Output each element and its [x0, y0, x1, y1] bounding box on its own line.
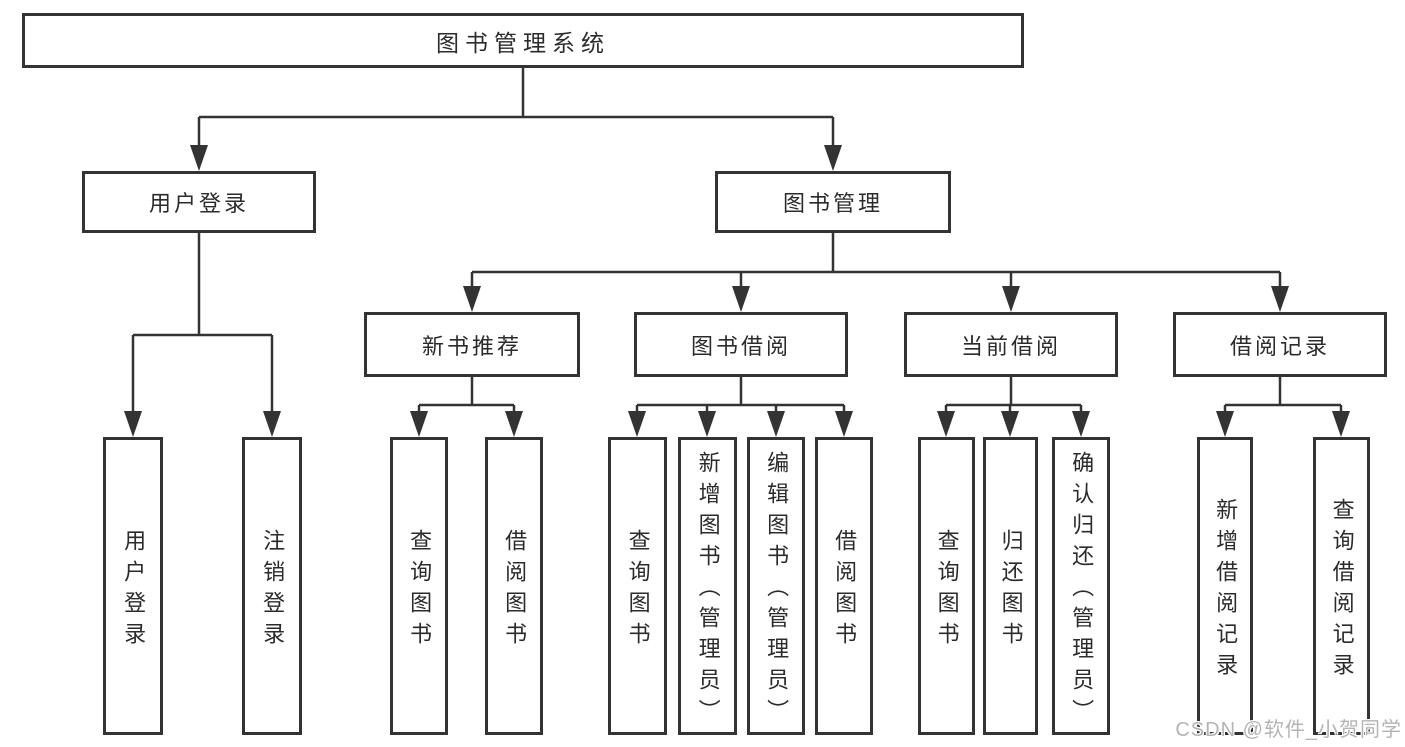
node-record-add-borrow-record: 新增借阅记录 [1197, 437, 1253, 735]
arrow-head [190, 145, 208, 171]
arrow-head [1332, 411, 1350, 437]
arrow-head [628, 411, 646, 437]
node-borrow-record: 借阅记录 [1173, 312, 1387, 377]
node-borrow-add-books-admin: 新增图书（管理员） [678, 437, 737, 735]
node-user-login-leaf: 用户登录 [103, 437, 163, 735]
arrow-head [1271, 286, 1289, 312]
connector-user-login [131, 233, 274, 415]
node-current-confirm-return-admin: 确认归还（管理员） [1052, 437, 1110, 735]
arrow-head [1216, 411, 1234, 437]
node-borrow-edit-books-admin: 编辑图书（管理员） [747, 437, 805, 735]
connector-current-borrow [944, 377, 1083, 415]
arrow-head [824, 145, 842, 171]
node-label: 新书推荐 [421, 333, 522, 359]
arrow-head [1002, 286, 1020, 312]
node-label: 借阅图书 [502, 528, 528, 653]
node-label: 注销登录 [260, 528, 286, 653]
node-label: 图书借阅 [690, 333, 791, 359]
arrow-head [937, 411, 955, 437]
node-label: 查询借阅记录 [1329, 497, 1355, 684]
connector-book-management [470, 233, 1282, 290]
node-book-borrow: 图书借阅 [634, 312, 848, 377]
node-borrow-query-books: 查询图书 [608, 437, 667, 735]
arrow-head [1001, 411, 1019, 437]
node-label: 用户登录 [121, 528, 147, 653]
arrow-head [732, 286, 750, 312]
node-label: 图书管理系统 [436, 29, 610, 56]
arrowheads [124, 145, 1350, 437]
node-label: 查询图书 [625, 528, 651, 653]
node-current-return-books: 归还图书 [983, 437, 1038, 735]
node-book-management: 图书管理 [715, 171, 951, 233]
node-label: 借阅记录 [1229, 333, 1330, 359]
arrow-head [463, 286, 481, 312]
arrow-head [505, 411, 523, 437]
node-label: 用户登录 [148, 191, 249, 216]
node-label: 图书管理 [782, 191, 883, 216]
node-root: 图书管理系统 [22, 13, 1024, 68]
arrow-head [263, 411, 281, 437]
node-new-book-recommend: 新书推荐 [364, 312, 580, 377]
arrow-head [1072, 411, 1090, 437]
csdn-watermark: CSDN @软件_小贺同学 [1175, 719, 1402, 741]
node-logout-login: 注销登录 [242, 437, 302, 735]
node-label: 借阅图书 [832, 528, 858, 653]
arrow-head [698, 411, 716, 437]
node-newrec-query-books: 查询图书 [390, 437, 448, 735]
node-label: 当前借阅 [960, 333, 1061, 359]
arrow-head [410, 411, 428, 437]
node-user-login: 用户登录 [82, 171, 316, 233]
node-label: 新增图书（管理员） [695, 451, 721, 730]
node-borrow-borrow-books: 借阅图书 [815, 437, 873, 735]
node-label: 编辑图书（管理员） [764, 451, 790, 730]
arrow-head [835, 411, 853, 437]
connector-book-borrow [635, 377, 846, 415]
node-label: 新增借阅记录 [1213, 497, 1239, 684]
node-label: 归还图书 [998, 528, 1024, 653]
node-label: 查询图书 [934, 528, 960, 653]
node-record-query-borrow-record: 查询借阅记录 [1313, 437, 1370, 735]
connector-borrow-record [1223, 377, 1343, 415]
arrow-head [124, 411, 142, 437]
node-newrec-borrow-books: 借阅图书 [485, 437, 543, 735]
connector-new-book-recommend [417, 377, 516, 415]
node-current-borrow: 当前借阅 [904, 312, 1118, 377]
node-label: 查询图书 [407, 528, 433, 653]
node-label: 确认归还（管理员） [1069, 451, 1095, 730]
connector-root [197, 68, 835, 149]
node-current-query-books: 查询图书 [918, 437, 975, 735]
arrow-head [767, 411, 785, 437]
